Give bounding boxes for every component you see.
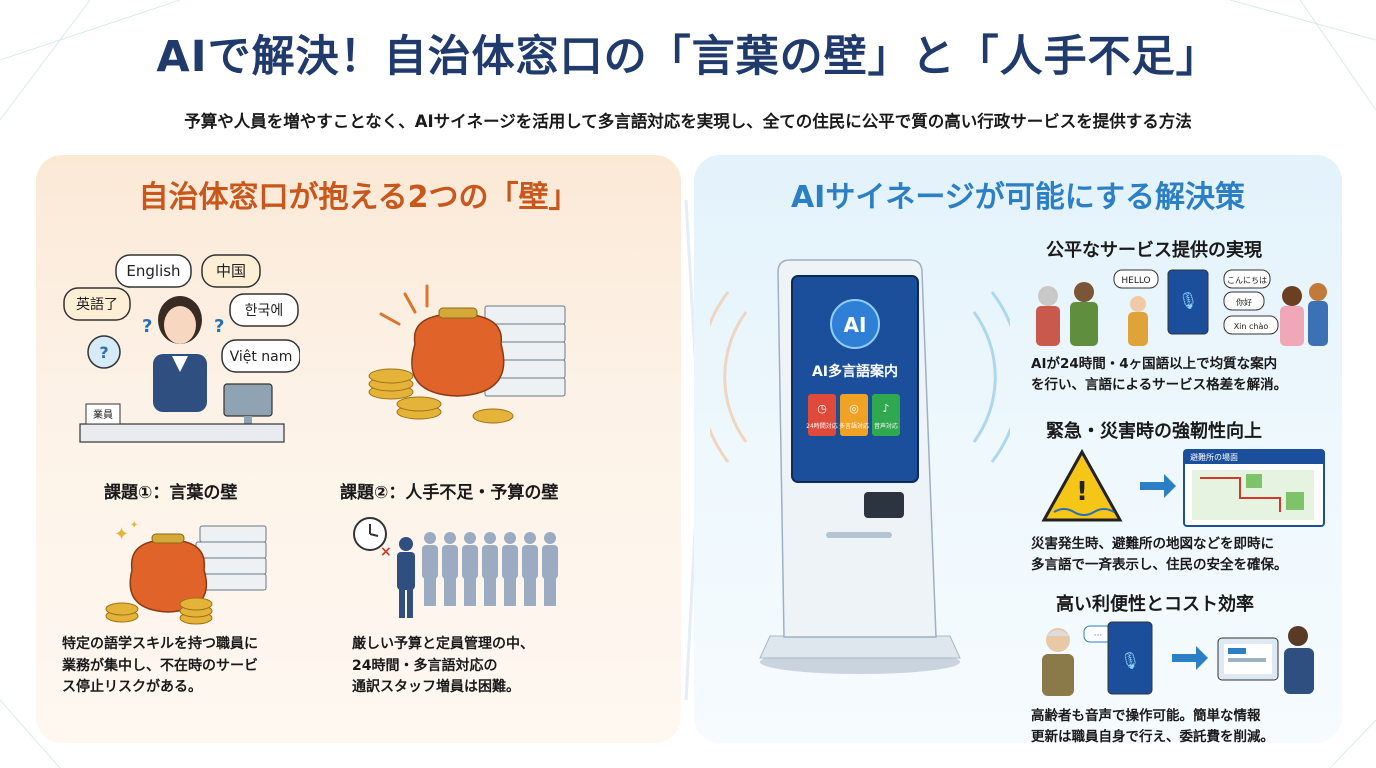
arrow-right-icon xyxy=(1140,474,1176,498)
svg-text:?: ? xyxy=(214,316,224,337)
elderly-voice-operation-illustration: ··· 🎙 xyxy=(1042,621,1314,696)
bubble-konnichiwa: こんにちは xyxy=(1227,276,1267,285)
problems-panel-title: 自治体窓口が抱える2つの「壁」 xyxy=(138,180,579,215)
feature3-title: 高い利便性とコスト効率 xyxy=(1056,594,1254,615)
bubble-nihao: 你好 xyxy=(1236,297,1252,307)
svg-text:!: ! xyxy=(1076,477,1088,507)
evacuation-map-title: 避難所の場面 xyxy=(1190,452,1238,462)
svg-text:◷: ◷ xyxy=(817,402,827,415)
ai-signage-kiosk: AI AI多言語案内 ◷ ◎ ♪ 24時間対応 多言語対応 音声対応 xyxy=(710,259,1010,674)
svg-text:···: ··· xyxy=(1094,631,1103,641)
svg-text:◎: ◎ xyxy=(849,402,859,415)
kiosk-tile-24h: 24時間対応 xyxy=(806,422,838,430)
diverse-residents-illustration: HELLO こんにちは 你好 Xin chào 🎙 xyxy=(1036,269,1328,346)
page-title: AIで解決！自治体窓口の「言葉の壁」と「人手不足」 xyxy=(156,32,1220,82)
confused-staff-illustration: English 中国 英語了 한국에 Việt nam ? ? ? 業員 xyxy=(63,254,300,443)
bubble-hello: HELLO xyxy=(1121,276,1150,286)
issue1-caption: 課題①：言葉の壁 xyxy=(104,483,238,503)
bubble-xinchao: Xin chào xyxy=(1234,322,1269,331)
page-subtitle: 予算や人員を増やすことなく、AIサイネージを活用して多言語対応を実現し、全ての住… xyxy=(184,112,1192,131)
bubble-japanese: 英語了 xyxy=(76,296,118,313)
feature2-description: 災害発生時、避難所の地図などを即時に 多言語で一斉表示し、住民の安全を確保。 xyxy=(1031,536,1288,573)
issue2-caption: 課題②：人手不足・予算の壁 xyxy=(340,483,559,503)
feature1-description: AIが24時間・4ヶ国語以上で均質な案内 を行い、言語によるサービス格差を解消。 xyxy=(1031,356,1288,393)
kiosk-tile-multilang: 多言語対応 xyxy=(839,422,869,430)
feature2-title: 緊急・災害時の強靭性向上 xyxy=(1046,421,1262,442)
svg-text:✦: ✦ xyxy=(114,524,129,545)
disaster-map-illustration: ! 避難所の場面 xyxy=(1041,448,1325,527)
issue2-description: 厳しい予算と定員管理の中、 24時間・多言語対応の 通訳スタッフ増員は困難。 xyxy=(352,636,534,696)
svg-text:×: × xyxy=(380,544,392,560)
kiosk-screen-title: AI多言語案内 xyxy=(812,363,898,380)
feature1-title: 公平なサービス提供の実現 xyxy=(1046,240,1262,261)
arrow-right-icon xyxy=(1172,646,1208,670)
purse-money-illustration-2: ✦ ✦ xyxy=(105,520,267,625)
svg-text:?: ? xyxy=(99,343,108,362)
desk-nameplate: 業員 xyxy=(93,408,113,421)
purse-money-illustration xyxy=(368,284,566,424)
svg-text:🎙: 🎙 xyxy=(1178,291,1198,310)
bubble-english: English xyxy=(126,262,180,280)
bubble-chinese: 中国 xyxy=(216,262,246,280)
kiosk-ai-logo: AI xyxy=(844,313,867,337)
feature3-description: 高齢者も音声で操作可能。簡単な情報 更新は職員自身で行え、委託費を削減。 xyxy=(1031,708,1274,745)
issue1-description: 特定の語学スキルを持つ職員に 業務が集中し、不在時のサービ ス停止リスクがある。 xyxy=(62,636,258,696)
understaffed-queue-illustration: × xyxy=(353,517,558,618)
svg-text:♪: ♪ xyxy=(882,402,889,415)
svg-text:?: ? xyxy=(142,316,152,337)
svg-text:🎙: 🎙 xyxy=(1120,651,1140,670)
svg-text:✦: ✦ xyxy=(130,520,138,531)
problems-panel xyxy=(36,155,681,743)
bubble-korean: 한국에 xyxy=(245,303,284,319)
bubble-vietnamese: Việt nam xyxy=(230,349,293,365)
solutions-panel-title: AIサイネージが可能にする解決策 xyxy=(790,180,1246,215)
kiosk-tile-voice: 音声対応 xyxy=(874,422,898,430)
language-bubble: English xyxy=(115,254,192,288)
